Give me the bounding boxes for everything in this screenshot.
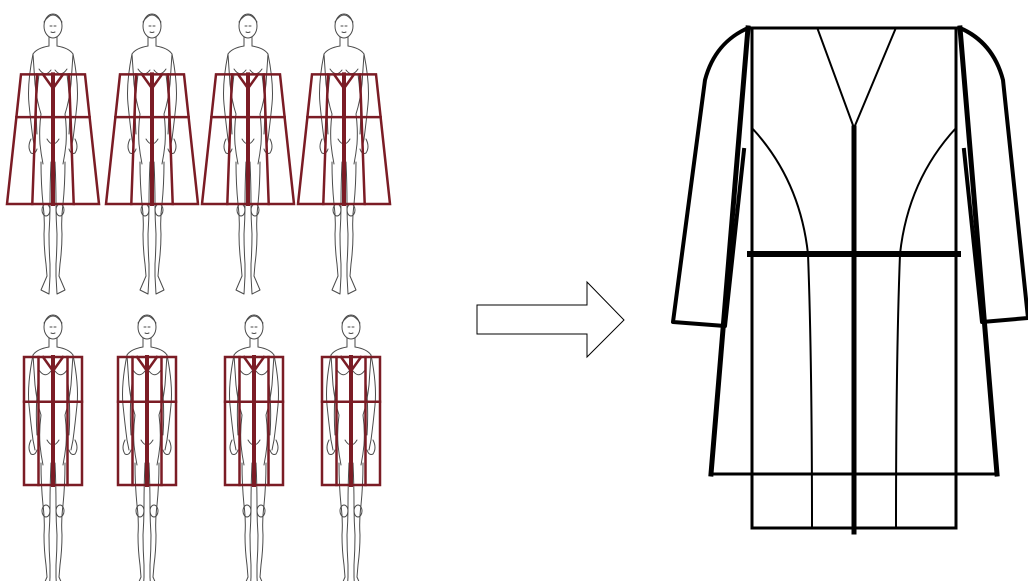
top-row-figures: [7, 14, 390, 294]
croquis-figure-fig-2: [106, 14, 198, 294]
garment-flat-sketch: [673, 28, 1028, 532]
trapezoid-grid-fig-2: [106, 74, 198, 204]
right-arrow-icon: [477, 282, 624, 357]
croquis-figure-fig-3: [202, 14, 294, 294]
trapezoid-grid-fig-4: [298, 74, 390, 204]
rectangle-grid-fig-8: [322, 357, 380, 485]
croquis-figure-fig-6: [118, 315, 176, 581]
garment-body-left-edge: [711, 28, 748, 474]
trapezoid-grid-fig-3: [202, 74, 294, 204]
garment-left-princess-seam: [752, 128, 812, 528]
rectangle-grid-fig-5: [24, 357, 82, 485]
croquis-figure-fig-5: [24, 315, 82, 581]
garment-body-right-edge: [960, 28, 997, 474]
rectangle-grid-fig-6: [118, 357, 176, 485]
croquis-figure-fig-7: [225, 315, 283, 581]
croquis-figure-fig-8: [322, 315, 380, 581]
croquis-figure-fig-1: [7, 14, 99, 294]
rectangle-grid-fig-7: [225, 357, 283, 485]
trapezoid-grid-fig-1: [7, 74, 99, 204]
croquis-figure-fig-4: [298, 14, 390, 294]
garment-v-neck: [818, 30, 895, 128]
garment-right-princess-seam: [896, 128, 956, 528]
bottom-row-figures: [24, 315, 380, 581]
